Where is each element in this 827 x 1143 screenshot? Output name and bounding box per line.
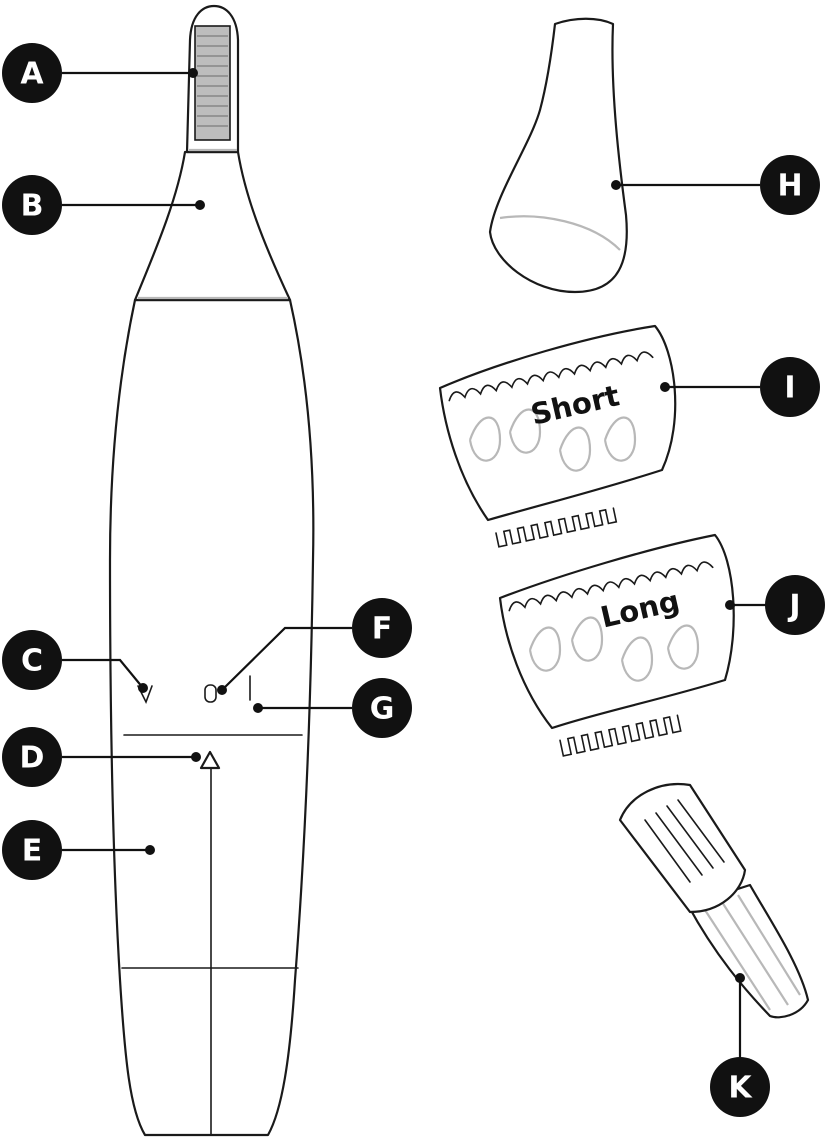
protection-cap — [490, 19, 627, 292]
callout-e-letter: E — [22, 834, 43, 869]
callout-f-letter: F — [372, 612, 393, 647]
leader-dot-b — [195, 200, 205, 210]
callout-i: I — [760, 357, 820, 417]
callout-g-letter: G — [370, 692, 395, 727]
trimmer-body — [110, 6, 313, 1135]
leader-dot-f — [217, 685, 227, 695]
callout-j-letter: J — [787, 589, 800, 624]
callout-h-letter: H — [777, 169, 802, 204]
cutting-grille — [195, 26, 230, 140]
callout-k-letter: K — [728, 1071, 753, 1106]
trimmer-head-cone — [135, 152, 290, 300]
long-comb-teeth-bottom — [560, 715, 681, 756]
short-comb-teeth-bottom — [496, 508, 616, 547]
long-comb: Long — [500, 535, 734, 756]
leader-dot-e — [145, 845, 155, 855]
leader-dot-h — [611, 180, 621, 190]
leader-dot-i — [660, 382, 670, 392]
leader-dot-k — [735, 973, 745, 983]
callout-a-letter: A — [20, 57, 44, 92]
callout-d: D — [2, 727, 62, 787]
callout-b-letter: B — [21, 189, 44, 224]
callout-d-letter: D — [20, 741, 45, 776]
callout-a: A — [2, 43, 62, 103]
callout-f: F — [352, 598, 412, 658]
callout-i-letter: I — [784, 371, 795, 406]
leader-dot-a — [188, 68, 198, 78]
callout-b: B — [2, 175, 62, 235]
callout-c: C — [2, 630, 62, 690]
leader-dot-g — [253, 703, 263, 713]
cleaning-brush — [620, 784, 808, 1017]
callout-k: K — [710, 1057, 770, 1117]
leader-dot-d — [191, 752, 201, 762]
callout-e: E — [2, 820, 62, 880]
leader-dot-c — [138, 683, 148, 693]
callout-j: J — [765, 575, 825, 635]
callout-g: G — [352, 678, 412, 738]
callout-c-letter: C — [21, 644, 43, 679]
callout-h: H — [760, 155, 820, 215]
leader-dot-j — [725, 600, 735, 610]
short-comb: Short — [440, 326, 675, 547]
